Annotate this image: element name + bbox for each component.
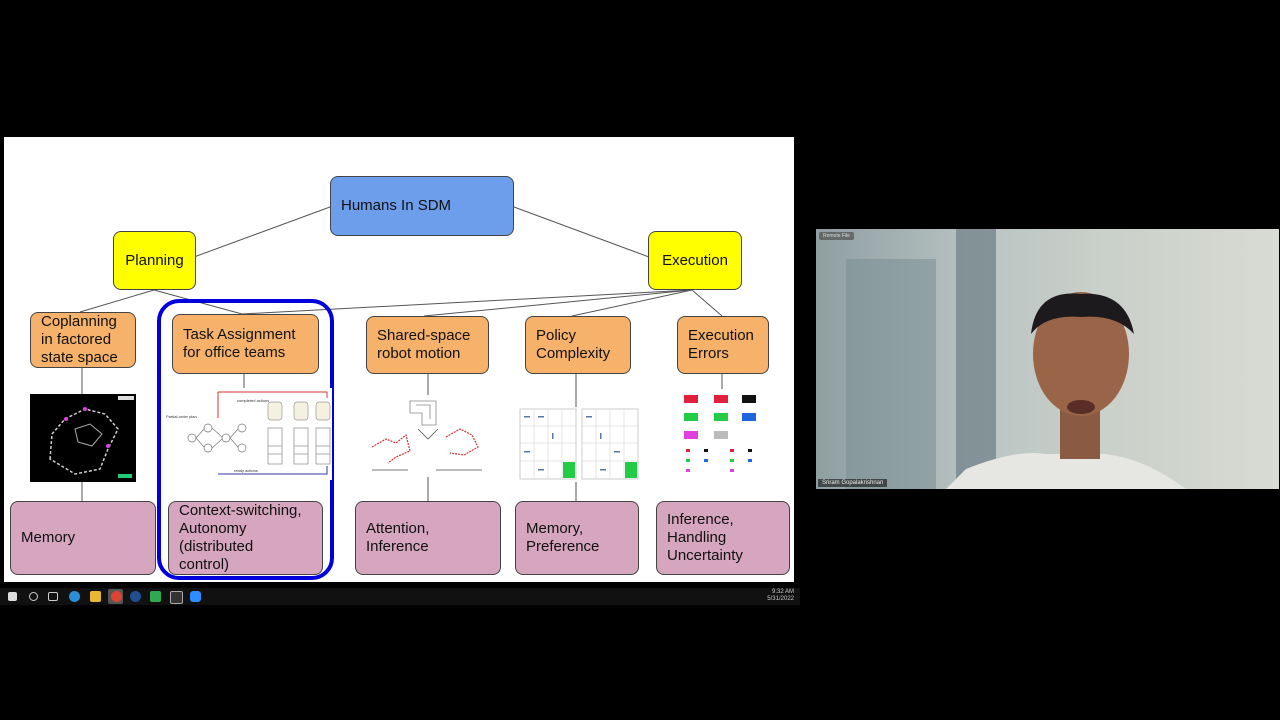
svg-text:completed actions: completed actions [237,398,269,403]
robot-motion-image [366,395,490,477]
topic-shared-space: Shared-space robot motion [366,316,489,374]
task-view-icon[interactable] [48,592,58,601]
topic-execution-errors: Execution Errors [677,316,769,374]
participant-video[interactable]: Remote File Sriram Gopalakrishnan [816,229,1279,489]
chrome-icon[interactable] [111,591,122,602]
green-app-icon[interactable] [150,591,161,602]
shared-slide: Humans In SDM Planning Execution Coplann… [4,137,794,582]
windows-taskbar: 9:32 AM 5/31/2022 [0,588,800,605]
capability-memory: Memory [10,501,156,575]
coplanning-map-image [30,394,136,482]
topic-coplanning: Coplanning in factored state space [30,312,136,368]
task-assignment-highlight [157,299,334,580]
edge-icon[interactable] [69,591,80,602]
capability-attention: Attention, Inference [355,501,501,575]
execution-errors-image [676,389,772,481]
participant-video-frame [816,229,1279,489]
planning-node: Planning [113,231,196,290]
topic-task-assignment: Task Assignment for office teams [172,314,319,374]
connector-execution-policy [571,289,693,317]
topic-policy-complexity: Policy Complexity [525,316,631,374]
vpn-icon[interactable] [130,591,141,602]
connector-root-execution [513,206,650,258]
svg-text:Partial-order plan: Partial-order plan [166,414,197,419]
terminal-icon[interactable] [170,591,183,604]
execution-node: Execution [648,231,742,290]
connector-execution-shared [423,289,693,317]
policy-grid-image [518,407,642,482]
search-icon[interactable] [29,592,38,601]
participant-name-tag: Sriram Gopalakrishnan [818,479,888,487]
svg-text:ready actions: ready actions [234,468,258,473]
clock-date: 5/31/2022 [767,596,794,602]
task-assignment-diagram-image: completed actions Partial-order plan rea… [162,388,332,480]
system-clock[interactable]: 9:32 AM 5/31/2022 [767,589,794,603]
zoom-icon[interactable] [190,591,201,602]
participant-top-label: Remote File [819,232,854,240]
capability-inference: Inference, Handling Uncertainty [656,501,790,575]
clock-time: 9:32 AM [771,589,794,595]
slide-top-strip [0,116,794,137]
connector-planning-coplanning [79,289,155,313]
root-node: Humans In SDM [330,176,514,236]
capability-memory-preference: Memory, Preference [515,501,639,575]
windows-start-icon[interactable] [8,592,17,601]
file-explorer-icon[interactable] [90,591,101,602]
capability-context-switching: Context-switching, Autonomy (distributed… [168,501,323,575]
connector-root-planning [193,206,331,258]
connector-execution-errors [691,289,723,317]
tree-connectors [79,206,723,501]
